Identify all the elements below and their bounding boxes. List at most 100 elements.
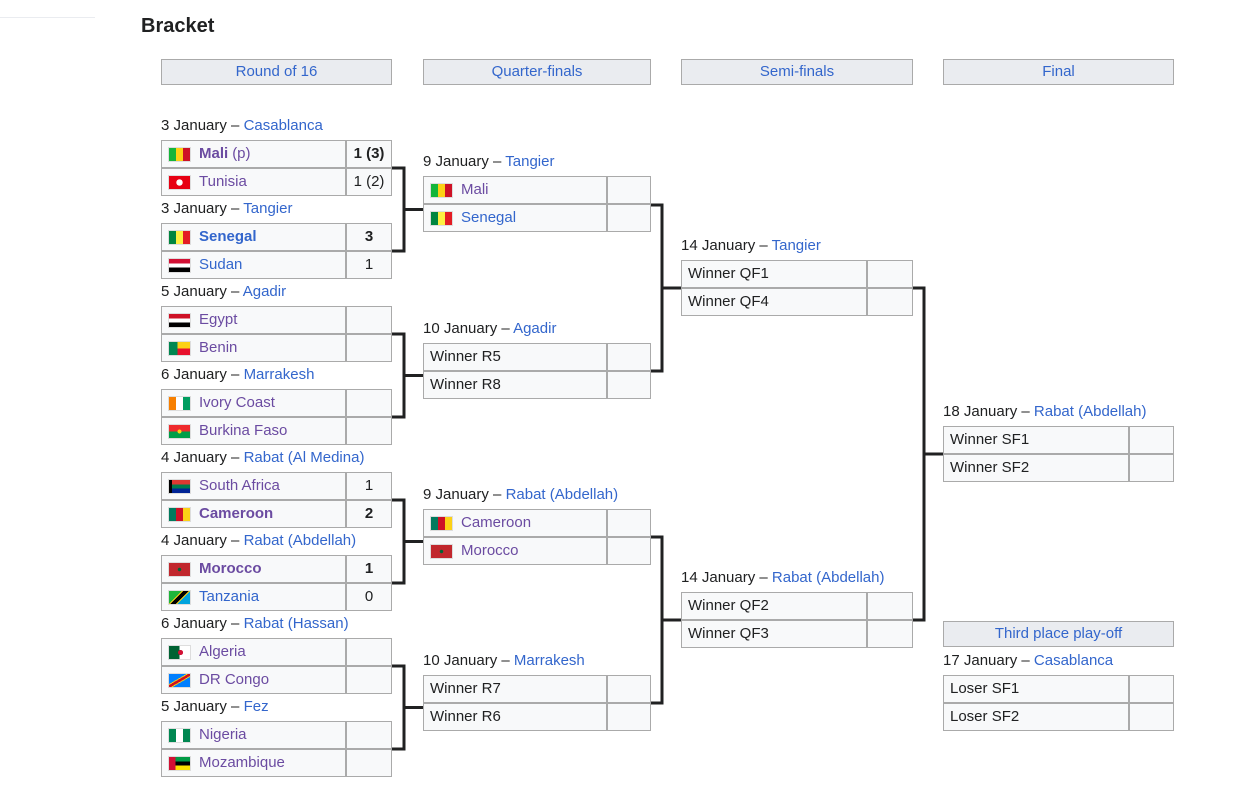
tanzania-flag-icon bbox=[168, 589, 191, 605]
r16-match-date: 6 January – Marrakesh bbox=[161, 366, 315, 383]
team-cell: South Africa bbox=[162, 473, 345, 499]
team-cell: Winner QF3 bbox=[682, 621, 866, 647]
venue-link[interactable]: Rabat (Abdellah) bbox=[505, 486, 619, 503]
score-cell bbox=[1128, 455, 1173, 481]
team-cell: Loser SF2 bbox=[944, 704, 1128, 730]
header-semi-finals[interactable]: Semi-finals bbox=[681, 59, 913, 85]
score-cell bbox=[345, 390, 391, 416]
team-link[interactable]: Cameroon bbox=[461, 514, 532, 531]
team-link[interactable]: Ivory Coast bbox=[199, 394, 275, 411]
team-link[interactable]: Morocco bbox=[199, 560, 262, 577]
team-link[interactable]: DR Congo bbox=[199, 671, 270, 688]
venue-link[interactable]: Tangier bbox=[243, 200, 293, 217]
r16-match-date: 4 January – Rabat (Abdellah) bbox=[161, 532, 357, 549]
morocco-flag-icon bbox=[430, 543, 453, 559]
team-row: Winner R6 bbox=[423, 703, 651, 731]
team-link[interactable]: Burkina Faso bbox=[199, 422, 288, 439]
team-cell: Sudan bbox=[162, 252, 345, 278]
score-cell: 1 bbox=[345, 556, 391, 582]
team-link[interactable]: Algeria bbox=[199, 643, 246, 660]
team-row: Algeria bbox=[161, 638, 392, 666]
team-placeholder: Winner QF1 bbox=[688, 265, 769, 282]
final-match-date: 18 January – Rabat (Abdellah) bbox=[943, 403, 1147, 420]
match-date: 6 January bbox=[161, 615, 227, 632]
team-cell: Nigeria bbox=[162, 722, 345, 748]
score-cell bbox=[606, 344, 650, 370]
team-link[interactable]: Morocco bbox=[461, 542, 519, 559]
score-cell: 1 bbox=[345, 252, 391, 278]
team-placeholder: Winner R8 bbox=[430, 376, 501, 393]
venue-link[interactable]: Marrakesh bbox=[243, 366, 315, 383]
header-round-of-16[interactable]: Round of 16 bbox=[161, 59, 392, 85]
match-date: 5 January bbox=[161, 283, 227, 300]
drc-flag-icon bbox=[168, 672, 191, 688]
r16-match-date: 5 January – Fez bbox=[161, 698, 269, 715]
team-link[interactable]: Mozambique bbox=[199, 754, 285, 771]
team-link[interactable]: Cameroon bbox=[199, 505, 274, 522]
team-placeholder: Winner QF3 bbox=[688, 625, 769, 642]
venue-link[interactable]: Fez bbox=[243, 698, 269, 715]
score-cell bbox=[606, 372, 650, 398]
team-link[interactable]: Nigeria bbox=[199, 726, 247, 743]
team-link[interactable]: Sudan bbox=[199, 256, 243, 273]
team-placeholder: Winner R5 bbox=[430, 348, 501, 365]
team-cell: Tunisia bbox=[162, 169, 345, 195]
team-row: Winner R7 bbox=[423, 675, 651, 703]
score-cell bbox=[345, 335, 391, 361]
divider bbox=[0, 17, 95, 18]
cameroon-flag-icon bbox=[168, 506, 191, 522]
team-cell: DR Congo bbox=[162, 667, 345, 693]
nigeria-flag-icon bbox=[168, 727, 191, 743]
team-row: Mali(p)1 (3) bbox=[161, 140, 392, 168]
team-placeholder: Winner QF4 bbox=[688, 293, 769, 310]
match-date: 9 January bbox=[423, 486, 489, 503]
venue-link[interactable]: Rabat (Hassan) bbox=[243, 615, 349, 632]
header-quarter-finals[interactable]: Quarter-finals bbox=[423, 59, 651, 85]
team-link[interactable]: Mali bbox=[461, 181, 489, 198]
team-row: Loser SF1 bbox=[943, 675, 1174, 703]
ivory-flag-icon bbox=[168, 395, 191, 411]
team-link[interactable]: Senegal bbox=[461, 209, 517, 226]
benin-flag-icon bbox=[168, 340, 191, 356]
team-link[interactable]: Benin bbox=[199, 339, 238, 356]
team-row: Winner QF4 bbox=[681, 288, 913, 316]
team-cell: Algeria bbox=[162, 639, 345, 665]
venue-link[interactable]: Rabat (Abdellah) bbox=[1033, 403, 1147, 420]
team-row: Benin bbox=[161, 334, 392, 362]
score-cell: 1 (3) bbox=[345, 141, 391, 167]
team-link[interactable]: Mali bbox=[199, 145, 229, 162]
match-date: 9 January bbox=[423, 153, 489, 170]
venue-link[interactable]: Agadir bbox=[242, 283, 287, 300]
team-link[interactable]: Tanzania bbox=[199, 588, 260, 605]
header-third-place[interactable]: Third place play-off bbox=[943, 621, 1174, 647]
team-link[interactable]: Tunisia bbox=[199, 173, 247, 190]
team-row: Sudan 1 bbox=[161, 251, 392, 279]
venue-link[interactable]: Marrakesh bbox=[513, 652, 585, 669]
team-link[interactable]: Senegal bbox=[199, 228, 257, 245]
venue-link[interactable]: Casablanca bbox=[1033, 652, 1114, 669]
team-cell: Mali bbox=[424, 177, 606, 203]
team-row: Winner QF3 bbox=[681, 620, 913, 648]
score-cell: 1 (2) bbox=[345, 169, 391, 195]
team-link[interactable]: South Africa bbox=[199, 477, 280, 494]
venue-link[interactable]: Rabat (Abdellah) bbox=[243, 532, 357, 549]
match-date: 3 January bbox=[161, 200, 227, 217]
team-row: Mozambique bbox=[161, 749, 392, 777]
header-final[interactable]: Final bbox=[943, 59, 1174, 85]
team-cell: Burkina Faso bbox=[162, 418, 345, 444]
team-link[interactable]: Egypt bbox=[199, 311, 238, 328]
venue-link[interactable]: Rabat (Abdellah) bbox=[771, 569, 885, 586]
team-placeholder: Loser SF1 bbox=[950, 680, 1020, 697]
senegal-flag-icon bbox=[430, 210, 453, 226]
venue-link[interactable]: Tangier bbox=[771, 237, 821, 254]
team-placeholder: Winner R6 bbox=[430, 708, 501, 725]
team-placeholder: Loser SF2 bbox=[950, 708, 1020, 725]
team-row: Winner R8 bbox=[423, 371, 651, 399]
venue-link[interactable]: Agadir bbox=[513, 320, 557, 337]
venue-link[interactable]: Tangier bbox=[505, 153, 555, 170]
venue-link[interactable]: Rabat (Al Medina) bbox=[243, 449, 365, 466]
team-row: Winner R5 bbox=[423, 343, 651, 371]
venue-link[interactable]: Casablanca bbox=[243, 117, 323, 134]
mozambique-flag-icon bbox=[168, 755, 191, 771]
qf-match-date: 10 January – Marrakesh bbox=[423, 652, 585, 669]
